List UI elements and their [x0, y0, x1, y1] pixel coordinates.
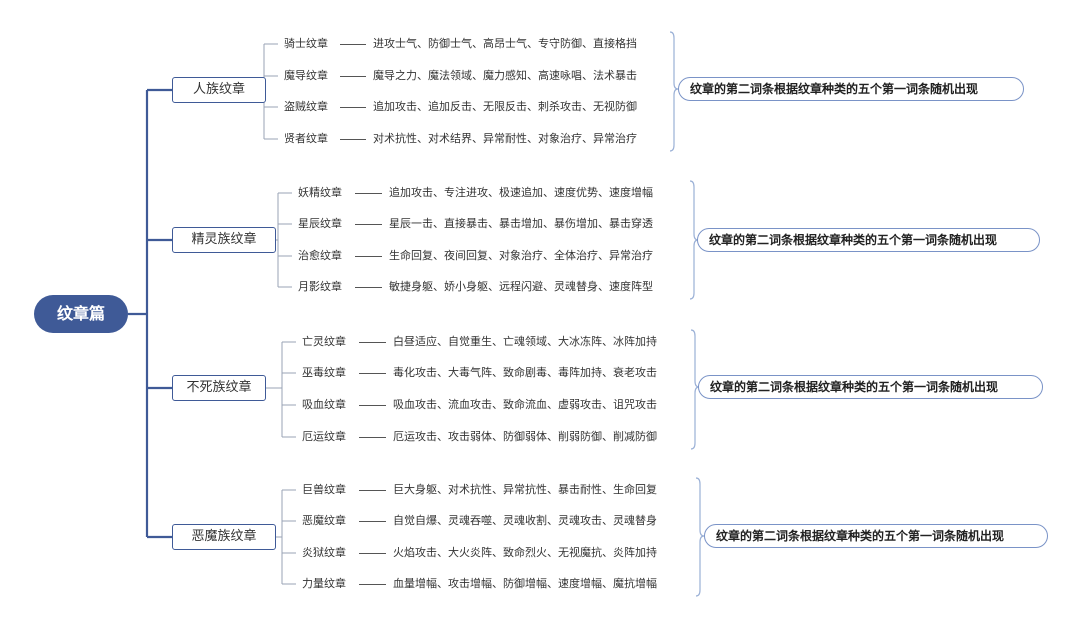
emblem-label[interactable]: 巫毒纹章 — [302, 366, 346, 379]
emblem-label[interactable]: 魔导纹章 — [284, 69, 328, 82]
emblem-label[interactable]: 亡灵纹章 — [302, 335, 346, 348]
category-node[interactable]: 恶魔族纹章 — [172, 524, 276, 550]
emblem-dash — [359, 342, 386, 343]
summary-note[interactable]: 纹章的第二词条根据纹章种类的五个第一词条随机出现 — [697, 228, 1040, 252]
affix-list[interactable]: 巨大身躯、对术抗性、异常抗性、暴击耐性、生命回复 — [393, 483, 657, 496]
emblem-dash — [340, 139, 366, 140]
emblem-dash — [359, 521, 386, 522]
emblem-dash — [355, 193, 382, 194]
emblem-dash — [359, 437, 386, 438]
affix-list[interactable]: 进攻士气、防御士气、高昂士气、专守防御、直接格挡 — [373, 37, 637, 50]
summary-note[interactable]: 纹章的第二词条根据纹章种类的五个第一词条随机出现 — [698, 375, 1043, 399]
emblem-label[interactable]: 力量纹章 — [302, 577, 346, 590]
emblem-label[interactable]: 贤者纹章 — [284, 132, 328, 145]
affix-list[interactable]: 白昼适应、自觉重生、亡魂领域、大冰冻阵、冰阵加持 — [393, 335, 657, 348]
emblem-label[interactable]: 厄运纹章 — [302, 430, 346, 443]
affix-list[interactable]: 厄运攻击、攻击弱体、防御弱体、削弱防御、削减防御 — [393, 430, 657, 443]
affix-list[interactable]: 追加攻击、专注进攻、极速追加、速度优势、速度增幅 — [389, 186, 653, 199]
affix-list[interactable]: 对术抗性、对术结界、异常耐性、对象治疗、异常治疗 — [373, 132, 637, 145]
category-node[interactable]: 人族纹章 — [172, 77, 266, 103]
emblem-label[interactable]: 巨兽纹章 — [302, 483, 346, 496]
emblem-label[interactable]: 恶魔纹章 — [302, 514, 346, 527]
affix-list[interactable]: 吸血攻击、流血攻击、致命流血、虚弱攻击、诅咒攻击 — [393, 398, 657, 411]
emblem-dash — [340, 44, 366, 45]
emblem-dash — [340, 107, 366, 108]
emblem-label[interactable]: 月影纹章 — [298, 280, 342, 293]
affix-list[interactable]: 敏捷身躯、娇小身躯、远程闪避、灵魂替身、速度阵型 — [389, 280, 653, 293]
affix-list[interactable]: 火焰攻击、大火炎阵、致命烈火、无视魔抗、炎阵加持 — [393, 546, 657, 559]
emblem-dash — [355, 224, 382, 225]
emblem-dash — [359, 553, 386, 554]
affix-list[interactable]: 自觉自爆、灵魂吞噬、灵魂收割、灵魂攻击、灵魂替身 — [393, 514, 657, 527]
emblem-dash — [355, 256, 382, 257]
emblem-label[interactable]: 炎狱纹章 — [302, 546, 346, 559]
summary-note[interactable]: 纹章的第二词条根据纹章种类的五个第一词条随机出现 — [678, 77, 1024, 101]
affix-list[interactable]: 追加攻击、追加反击、无限反击、刺杀攻击、无视防御 — [373, 100, 637, 113]
affix-list[interactable]: 血量增幅、攻击增幅、防御增幅、速度增幅、魔抗增幅 — [393, 577, 657, 590]
category-node[interactable]: 不死族纹章 — [172, 375, 266, 401]
summary-bracket — [669, 31, 679, 152]
emblem-dash — [359, 373, 386, 374]
affix-list[interactable]: 毒化攻击、大毒气阵、致命剧毒、毒阵加持、衰老攻击 — [393, 366, 657, 379]
emblem-dash — [359, 584, 386, 585]
emblem-label[interactable]: 骑士纹章 — [284, 37, 328, 50]
emblem-label[interactable]: 吸血纹章 — [302, 398, 346, 411]
summary-bracket — [695, 477, 705, 597]
emblem-label[interactable]: 治愈纹章 — [298, 249, 342, 262]
emblem-dash — [340, 76, 366, 77]
affix-list[interactable]: 魔导之力、魔法领域、魔力感知、高速咏唱、法术暴击 — [373, 69, 637, 82]
root-node[interactable]: 纹章篇 — [34, 295, 128, 333]
emblem-label[interactable]: 盗贼纹章 — [284, 100, 328, 113]
emblem-dash — [359, 405, 386, 406]
emblem-dash — [359, 490, 386, 491]
emblem-label[interactable]: 星辰纹章 — [298, 217, 342, 230]
affix-list[interactable]: 星辰一击、直接暴击、暴击增加、暴伤增加、暴击穿透 — [389, 217, 653, 230]
summary-note[interactable]: 纹章的第二词条根据纹章种类的五个第一词条随机出现 — [704, 524, 1048, 548]
emblem-label[interactable]: 妖精纹章 — [298, 186, 342, 199]
affix-list[interactable]: 生命回复、夜间回复、对象治疗、全体治疗、异常治疗 — [389, 249, 653, 262]
category-node[interactable]: 精灵族纹章 — [172, 227, 276, 253]
emblem-dash — [355, 287, 382, 288]
